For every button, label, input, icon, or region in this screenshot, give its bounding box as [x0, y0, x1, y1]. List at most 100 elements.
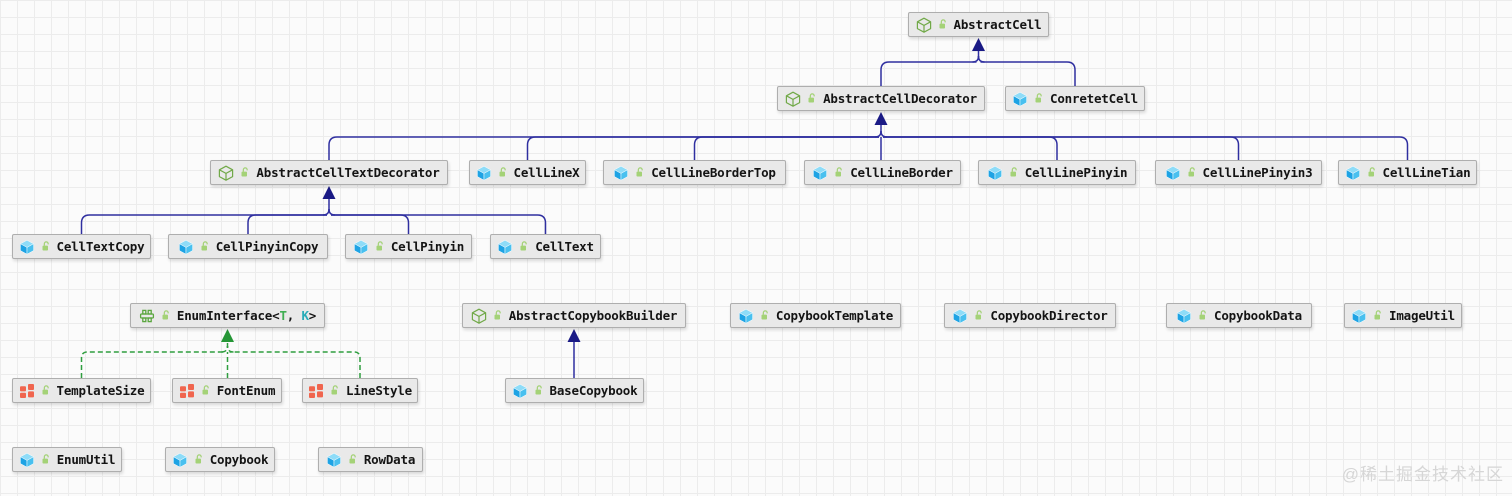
- class-node-AbstractCell[interactable]: AbstractCell: [908, 12, 1049, 37]
- unlocked-icon: [493, 309, 503, 322]
- abstract-class-icon: [916, 17, 932, 33]
- inheritance-arrow: [221, 329, 234, 342]
- inheritance-arrow: [874, 112, 888, 125]
- class-name-label: EnumUtil: [56, 452, 116, 467]
- class-name-label: CellLineBorderTop: [651, 165, 776, 180]
- class-node-AbstractCopybookBuilder[interactable]: AbstractCopybookBuilder: [462, 303, 686, 328]
- class-name-label: AbstractCellTextDecorator: [256, 165, 440, 180]
- abstract-class-icon: [218, 165, 234, 181]
- class-node-CellLineX[interactable]: CellLineX: [469, 160, 586, 185]
- class-icon: [1165, 165, 1181, 181]
- unlocked-icon: [200, 240, 210, 253]
- unlocked-icon: [834, 166, 844, 179]
- unlocked-icon: [974, 309, 984, 322]
- class-node-CellText[interactable]: CellText: [490, 234, 601, 259]
- unlocked-icon: [635, 166, 645, 179]
- class-node-Copybook[interactable]: Copybook: [165, 447, 275, 472]
- class-node-ConretetCell[interactable]: ConretetCell: [1005, 86, 1145, 111]
- unlocked-icon: [760, 309, 770, 322]
- class-icon: [512, 383, 528, 399]
- class-node-CellTextCopy[interactable]: CellTextCopy: [12, 234, 151, 259]
- class-icon: [326, 452, 342, 468]
- class-node-BaseCopybook[interactable]: BaseCopybook: [505, 378, 644, 403]
- class-name-label: CellPinyin: [390, 239, 465, 254]
- class-icon: [812, 165, 828, 181]
- class-name-label: CellText: [535, 239, 594, 254]
- class-icon: [19, 239, 35, 255]
- abstract-class-icon: [785, 91, 801, 107]
- class-name-label: CellTextCopy: [56, 239, 145, 254]
- class-name-label: CellLinePinyin: [1024, 165, 1128, 180]
- class-node-CellLineBorderTop[interactable]: CellLineBorderTop: [603, 160, 786, 185]
- unlocked-icon: [375, 240, 385, 253]
- unlocked-icon: [348, 453, 358, 466]
- class-node-ImageUtil[interactable]: ImageUtil: [1344, 303, 1462, 328]
- enum-icon: [19, 383, 35, 399]
- class-name-label: Copybook: [209, 452, 269, 467]
- unlocked-icon: [938, 18, 948, 31]
- class-name-label: CellLineX: [513, 165, 580, 180]
- class-icon: [178, 239, 194, 255]
- class-node-CellLineTian[interactable]: CellLineTian: [1338, 160, 1477, 185]
- class-icon: [1345, 165, 1361, 181]
- class-icon: [1012, 91, 1028, 107]
- unlocked-icon: [161, 309, 171, 322]
- class-icon: [353, 239, 369, 255]
- class-node-CellPinyinCopy[interactable]: CellPinyinCopy: [168, 234, 328, 259]
- class-name-label: RowData: [363, 452, 416, 467]
- class-name-label: CellLineTian: [1382, 165, 1471, 180]
- class-node-LineStyle[interactable]: LineStyle: [302, 378, 418, 403]
- interface-icon: [139, 308, 155, 324]
- class-node-CopybookTemplate[interactable]: CopybookTemplate: [730, 303, 901, 328]
- unlocked-icon: [1198, 309, 1208, 322]
- class-name-label: CellLinePinyin3: [1202, 165, 1313, 180]
- watermark: @稀土掘金技术社区: [1341, 465, 1504, 484]
- class-icon: [613, 165, 629, 181]
- class-node-CellLinePinyin[interactable]: CellLinePinyin: [978, 160, 1136, 185]
- unlocked-icon: [240, 166, 250, 179]
- inheritance-arrow: [322, 186, 336, 199]
- class-node-CellPinyin[interactable]: CellPinyin: [345, 234, 472, 259]
- class-icon: [497, 239, 513, 255]
- class-name-label: CopybookTemplate: [775, 308, 894, 323]
- class-icon: [1351, 308, 1367, 324]
- unlocked-icon: [1009, 166, 1019, 179]
- class-node-TemplateSize[interactable]: TemplateSize: [12, 378, 151, 403]
- class-name-label: CopybookData: [1214, 308, 1302, 323]
- class-name-label: LineStyle: [346, 383, 412, 398]
- class-node-CopybookData[interactable]: CopybookData: [1166, 303, 1312, 328]
- unlocked-icon: [41, 453, 51, 466]
- unlocked-icon: [1373, 309, 1383, 322]
- class-name-label: AbstractCellDecorator: [823, 91, 977, 106]
- class-name-label: AbstractCopybookBuilder: [508, 308, 678, 323]
- class-node-EnumUtil[interactable]: EnumUtil: [12, 447, 122, 472]
- class-node-CopybookDirector[interactable]: CopybookDirector: [944, 303, 1116, 328]
- class-name-label: CopybookDirector: [990, 308, 1108, 323]
- class-node-RowData[interactable]: RowData: [318, 447, 423, 472]
- class-icon: [476, 165, 492, 181]
- class-node-FontEnum[interactable]: FontEnum: [172, 378, 282, 403]
- enum-icon: [308, 383, 324, 399]
- class-node-AbstractCellTextDecorator[interactable]: AbstractCellTextDecorator: [210, 160, 448, 185]
- unlocked-icon: [1187, 166, 1197, 179]
- class-name-label: CellLineBorder: [850, 165, 953, 180]
- class-node-AbstractCellDecorator[interactable]: AbstractCellDecorator: [777, 86, 985, 111]
- class-node-CellLineBorder[interactable]: CellLineBorder: [804, 160, 961, 185]
- unlocked-icon: [807, 92, 817, 105]
- class-name-label: ImageUtil: [1389, 308, 1455, 323]
- class-name-label: BaseCopybook: [549, 383, 638, 398]
- class-name-label: EnumInterface<T, K>: [176, 308, 317, 323]
- unlocked-icon: [534, 384, 544, 397]
- unlocked-icon: [330, 384, 340, 397]
- unlocked-icon: [201, 384, 211, 397]
- class-icon: [1176, 308, 1192, 324]
- unlocked-icon: [498, 166, 508, 179]
- class-name-label: AbstractCell: [953, 17, 1042, 32]
- class-icon: [172, 452, 188, 468]
- class-icon: [987, 165, 1003, 181]
- enum-icon: [179, 383, 195, 399]
- class-node-EnumInterface[interactable]: EnumInterface<T, K>: [130, 303, 325, 328]
- class-node-CellLinePinyin3[interactable]: CellLinePinyin3: [1155, 160, 1322, 185]
